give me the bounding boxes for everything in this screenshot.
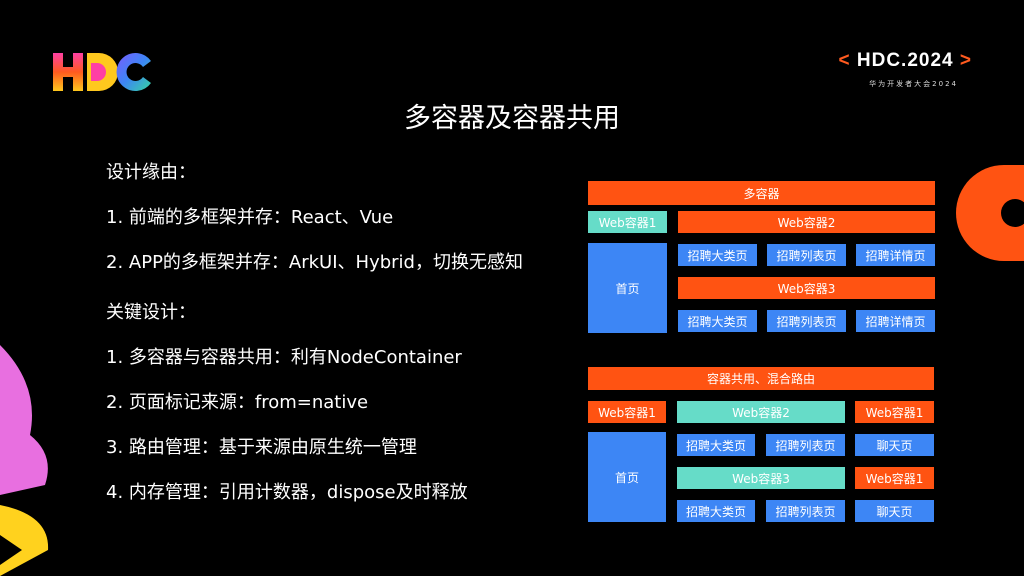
diagram1-web3: Web容器3 bbox=[678, 277, 935, 299]
reason-item-2: 2. APP的多框架并存：ArkUI、Hybrid，切换无感知 bbox=[106, 252, 523, 273]
diagram2-row2-item: 招聘大类页 bbox=[677, 500, 755, 522]
key-item-2: 2. 页面标记来源：from=native bbox=[106, 392, 369, 413]
diagram1-web1: Web容器1 bbox=[588, 211, 667, 233]
diagram2-web1-right-top: Web容器1 bbox=[855, 401, 934, 423]
hdc-logo bbox=[53, 53, 153, 91]
reason-item-1: 1. 前端的多框架并存：React、Vue bbox=[106, 207, 394, 228]
diagram2-row1-item: 招聘大类页 bbox=[677, 434, 755, 456]
diagram2-row2-item: 聊天页 bbox=[855, 500, 934, 522]
diagram2-home: 首页 bbox=[588, 432, 666, 522]
diagram2-web3: Web容器3 bbox=[677, 467, 845, 489]
diagram1-row2-item: 招聘列表页 bbox=[767, 310, 846, 332]
diagram1-row1-item: 招聘大类页 bbox=[678, 244, 757, 266]
key-heading: 关键设计： bbox=[106, 302, 196, 323]
reason-heading: 设计缘由： bbox=[106, 162, 196, 183]
diagram1-row1-item: 招聘列表页 bbox=[767, 244, 846, 266]
left-edge-decoration bbox=[0, 345, 60, 576]
diagram1-web2: Web容器2 bbox=[678, 211, 935, 233]
event-brand-text: HDC.2024 bbox=[856, 50, 954, 71]
bracket-left: < bbox=[838, 50, 851, 71]
key-item-4: 4. 内存管理：引用计数器，dispose及时释放 bbox=[106, 482, 468, 503]
diagram2-web1-right-mid: Web容器1 bbox=[855, 467, 934, 489]
right-edge-decoration bbox=[955, 165, 1024, 261]
event-subtitle: 华为开发者大会2024 bbox=[869, 80, 958, 88]
slide-title: 多容器及容器共用 bbox=[404, 103, 620, 134]
bracket-right: > bbox=[959, 50, 972, 71]
diagram2-web1-left: Web容器1 bbox=[588, 401, 666, 423]
diagram1-row1-item: 招聘详情页 bbox=[856, 244, 935, 266]
key-item-3: 3. 路由管理：基于来源由原生统一管理 bbox=[106, 437, 417, 458]
event-brand: < HDC.2024 > bbox=[839, 50, 973, 72]
diagram2-row1-item: 招聘列表页 bbox=[766, 434, 845, 456]
diagram1-row2-item: 招聘详情页 bbox=[856, 310, 935, 332]
diagram2-web2: Web容器2 bbox=[677, 401, 845, 423]
diagram1-header: 多容器 bbox=[588, 181, 935, 205]
diagram1-home: 首页 bbox=[588, 243, 667, 333]
diagram2-header: 容器共用、混合路由 bbox=[588, 367, 934, 390]
diagram2-row2-item: 招聘列表页 bbox=[766, 500, 845, 522]
key-item-1: 1. 多容器与容器共用：利有NodeContainer bbox=[106, 347, 462, 368]
diagram1-row2-item: 招聘大类页 bbox=[678, 310, 757, 332]
diagram2-row1-item: 聊天页 bbox=[855, 434, 934, 456]
